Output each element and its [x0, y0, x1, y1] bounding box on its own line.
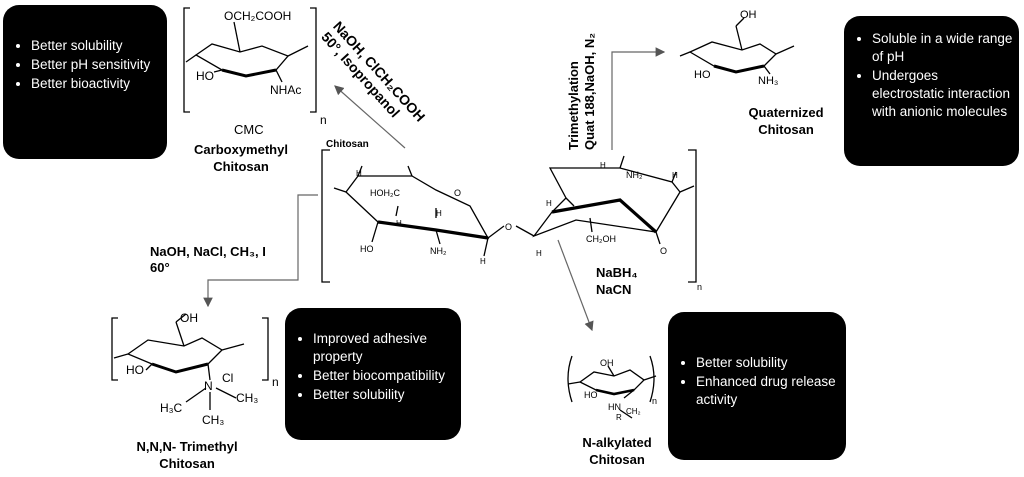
alkylated-name-label: N-alkylated Chitosan [582, 435, 652, 467]
cmc-name-label: Carboxymethyl Chitosan [194, 142, 288, 174]
arrow-to-quaternized [611, 47, 666, 150]
quaternized-benefit-1: Soluble in a wide range of pH [872, 30, 1013, 66]
tm-n-label: N [204, 379, 213, 393]
quat-oh-label: OH [740, 9, 757, 21]
center-h-3: H [436, 209, 442, 218]
trimethyl-structure [111, 313, 269, 410]
alkylated-benefits-box: Better solubility Enhanced drug release … [668, 312, 846, 460]
cmc-substituent-label: OCH₂COOH [224, 9, 291, 23]
center-ch2oh-label: CH₂OH [586, 234, 616, 244]
center-h-2: H [396, 219, 402, 228]
alkylated-structure [567, 355, 657, 419]
center-chitosan-label: Chitosan [326, 139, 369, 150]
trimethyl-benefit-2: Better biocompatibility [313, 367, 455, 385]
tm-oh-label: OH [180, 311, 198, 325]
tm-ch3-bottom-label: CH₃ [202, 413, 224, 427]
alkyl-reagent-line-1: NaBH₄ [596, 265, 638, 280]
arrow-to-alkylated [557, 239, 594, 332]
tm-ch3-right-label: CH₃ [236, 391, 258, 405]
center-h-7: H [672, 171, 678, 180]
trimethyl-benefit-3: Better solubility [313, 386, 455, 404]
quat-reagent-line-1: Trimethylation [566, 61, 581, 150]
center-nh2-right-label: NH₂ [626, 170, 643, 180]
tm-ho-label: HO [126, 363, 144, 377]
trimethyl-reagent-line-1: NaOH, NaCl, CH₃, I [150, 244, 266, 259]
quaternized-structure [679, 17, 795, 75]
tm-cl-label: Cl [222, 371, 233, 385]
quat-ho-label: HO [694, 69, 711, 81]
quat-nh3-label: NH₃ [758, 75, 778, 87]
trimethyl-name-label: N,N,N- Trimethyl Chitosan [136, 439, 238, 471]
tm-n-subscript: n [272, 375, 279, 389]
cmc-nhac-label: NHAc [270, 83, 301, 97]
center-h-5: H [546, 199, 552, 208]
cmc-benefit-1: Better solubility [31, 37, 159, 55]
cmc-benefit-3: Better bioactivity [31, 75, 159, 93]
trimethyl-benefits-box: Improved adhesive property Better biocom… [285, 308, 461, 440]
center-ho-label: HO [360, 244, 374, 254]
quaternized-benefits-list: Soluble in a wide range of pH Undergoes … [854, 30, 1013, 121]
center-o-ring-left: O [454, 188, 461, 198]
alkylated-benefit-2: Enhanced drug release activity [696, 373, 840, 409]
quaternized-benefits-box: Soluble in a wide range of pH Undergoes … [844, 16, 1019, 166]
center-h-4: H [480, 257, 486, 266]
center-h-6: H [600, 161, 606, 170]
structure-atom-labels: OCH₂COOH HO NHAc n OH HO NH₃ Chitosan HO… [126, 9, 778, 427]
center-nh2-left-label: NH₂ [430, 246, 447, 256]
trimethyl-benefits-list: Improved adhesive property Better biocom… [295, 330, 455, 404]
cmc-structure [183, 7, 317, 113]
tm-h3c-label: H₃C [160, 401, 183, 415]
trimethyl-reagents: NaOH, NaCl, CH₃, I 60° [150, 244, 266, 276]
alk-ho-label: HO [584, 390, 598, 400]
cmc-benefit-2: Better pH sensitivity [31, 56, 159, 74]
center-o-link: O [505, 222, 512, 232]
center-o-ring-right: O [660, 246, 667, 256]
trimethyl-reagent-line-2: 60° [150, 260, 170, 275]
center-hoh2c-label: HOH₂C [370, 188, 400, 198]
arrow-to-cmc [334, 85, 406, 149]
trimethyl-benefit-1: Improved adhesive property [313, 330, 455, 366]
alkylated-benefit-1: Better solubility [696, 354, 840, 372]
alk-r-label: R [616, 413, 622, 422]
cmc-n-subscript: n [320, 113, 327, 127]
center-h-1: H [356, 169, 362, 178]
center-n-subscript: n [697, 282, 702, 292]
alk-ch2-label: CH₂ [626, 407, 641, 416]
quaternized-name-label: Quaternized Chitosan [748, 105, 824, 137]
alkylated-benefits-list: Better solubility Enhanced drug release … [678, 354, 840, 409]
quat-reagents: Trimethylation Quat 188,NaOH, N₂ [566, 33, 598, 150]
alk-hn-label: HN [608, 402, 621, 412]
alk-oh-label: OH [600, 358, 614, 368]
cmc-ho-label: HO [196, 69, 214, 83]
cmc-abbrev-label: CMC [234, 122, 264, 137]
center-h-8: H [536, 249, 542, 258]
arrow-to-trimethyl [203, 194, 318, 308]
quaternized-benefit-2: Undergoes electrostatic interaction with… [872, 67, 1013, 121]
alkyl-reagents: NaBH₄ NaCN [596, 264, 638, 298]
alkyl-reagent-line-2: NaCN [596, 282, 632, 297]
cmc-benefits-list: Better solubility Better pH sensitivity … [13, 37, 159, 93]
alk-n-subscript: n [652, 396, 657, 406]
chitosan-structure [321, 149, 697, 283]
quat-reagent-line-2: Quat 188,NaOH, N₂ [582, 32, 597, 150]
cmc-benefits-box: Better solubility Better pH sensitivity … [3, 5, 167, 159]
